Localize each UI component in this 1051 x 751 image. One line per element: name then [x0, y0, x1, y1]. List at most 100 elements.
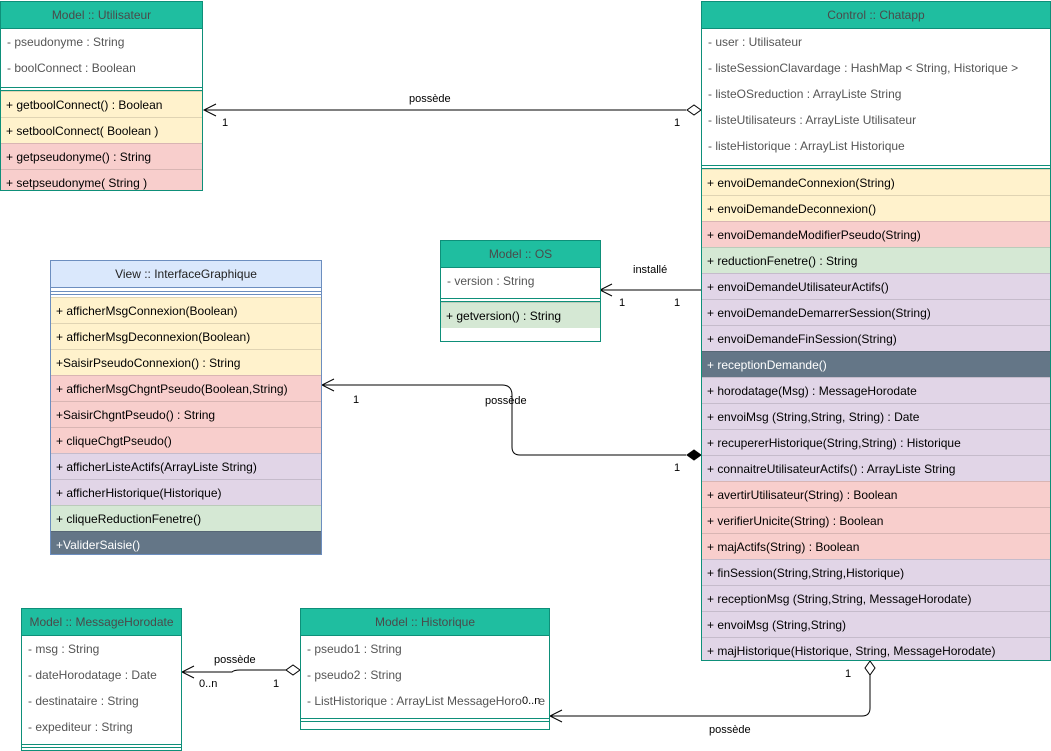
class-os[interactable]: Model :: OS - version : String + getvers…: [440, 240, 601, 342]
class-attribute: - expediteur : String: [28, 720, 133, 734]
class-separator: [22, 744, 181, 748]
class-operation: + getversion() : String: [441, 302, 600, 328]
composition-diamond-chatapp: [686, 449, 702, 461]
class-separator: [1, 87, 202, 91]
class-operation: + envoiDemandeModifierPseudo(String): [702, 221, 1050, 247]
class-historique-title: Model :: Historique: [301, 609, 549, 636]
label-possede-utilisateur: possède: [409, 93, 451, 105]
label-installe: installé: [633, 264, 668, 276]
class-operation: + getpseudonyme() : String: [1, 143, 202, 169]
class-attribute: - boolConnect : Boolean: [7, 61, 136, 75]
multiplicity-messagehorodate: 0..n: [199, 678, 218, 690]
class-separator: [702, 165, 1050, 169]
class-operation: +SaisirChgntPseudo() : String: [51, 401, 321, 427]
class-messagehorodate[interactable]: Model :: MessageHorodate - msg : String-…: [21, 608, 182, 751]
class-operation: + envoiDemandeFinSession(String): [702, 325, 1050, 351]
class-operation: + getboolConnect() : Boolean: [1, 91, 202, 117]
connector-chatapp-interface: [322, 384, 686, 456]
open-arrow-interface: [320, 378, 335, 392]
class-operation: + afficherListeActifs(ArrayListe String): [51, 453, 321, 479]
class-interface-title: View :: InterfaceGraphique: [51, 261, 321, 288]
class-operation: + envoiDemandeDemarrerSession(String): [702, 299, 1050, 325]
multiplicity-interface: 1: [353, 394, 360, 406]
class-operation: + verifierUnicite(String) : Boolean: [702, 507, 1050, 533]
multiplicity-chatapp-os: 1: [674, 297, 681, 309]
class-operation: + recupererHistorique(String,String) : H…: [702, 429, 1050, 455]
class-operation: + envoiMsg (String,String, String) : Dat…: [702, 403, 1050, 429]
class-attribute: - dateHorodatage : Date: [28, 668, 157, 682]
class-separator: [441, 298, 600, 302]
class-attribute: - listeUtilisateurs : ArrayListe Utilisa…: [708, 113, 917, 127]
multiplicity-chatapp-historique: 1: [845, 668, 852, 680]
class-operation: + receptionDemande(): [702, 351, 1050, 377]
aggregation-diamond-historique: [285, 664, 301, 676]
class-operation: + reductionFenetre() : String: [702, 247, 1050, 273]
class-chatapp-attributes: - user : Utilisateur - listeSessionClavar…: [702, 29, 1050, 159]
class-attribute: - ListHistorique : ArrayList MessageHoro…: [307, 694, 546, 708]
label-possede-messagehorodate: possède: [214, 654, 256, 666]
class-historique-attributes: - pseudo1 : String - pseudo2 : String - Li…: [301, 636, 549, 714]
class-os-operations: + getversion() : String: [441, 302, 600, 328]
open-arrow-messagehorodate: [180, 665, 195, 679]
class-operation: + majActifs(String) : Boolean: [702, 533, 1050, 559]
class-attribute: - user : Utilisateur: [708, 35, 803, 49]
class-attribute: - pseudonyme : String: [7, 35, 125, 49]
multiplicity-historique: 0..n: [522, 695, 541, 707]
class-operation: + horodatage(Msg) : MessageHorodate: [702, 377, 1050, 403]
class-operation: + afficherMsgConnexion(Boolean): [51, 297, 321, 323]
class-attribute: - pseudo1 : String: [307, 642, 402, 656]
class-attribute: - listeOSreduction : ArrayListe String: [708, 87, 902, 101]
class-utilisateur-operations: + getboolConnect() : Boolean+ setboolCon…: [1, 91, 202, 190]
multiplicity-utilisateur: 1: [222, 117, 229, 129]
class-operation: + afficherMsgChgntPseudo(Boolean,String): [51, 375, 321, 401]
class-os-title: Model :: OS: [441, 241, 600, 268]
class-operation: + avertirUtilisateur(String) : Boolean: [702, 481, 1050, 507]
class-attribute: - version : String: [447, 274, 535, 288]
class-separator: [301, 718, 549, 722]
open-arrow-utilisateur: [202, 103, 217, 117]
class-operation: + majHistorique(Historique, String, Mess…: [702, 637, 1050, 660]
class-utilisateur[interactable]: Model :: Utilisateur - pseudonyme : Stri…: [0, 1, 203, 191]
multiplicity-historique-mh: 1: [273, 678, 280, 690]
class-utilisateur-title: Model :: Utilisateur: [1, 2, 202, 29]
label-possede-interface: possède: [485, 395, 527, 407]
class-utilisateur-attributes: - pseudonyme : String - boolConnect : Boo…: [1, 29, 202, 81]
class-chatapp-operations: + envoiDemandeConnexion(String)+ envoiDe…: [702, 169, 1050, 660]
class-attribute: - listeSessionClavardage : HashMap < Str…: [708, 61, 1019, 75]
connector-historique-messagehorodate: [182, 669, 286, 673]
class-os-attributes: - version : String: [441, 268, 600, 294]
class-operation: + receptionMsg (String,String, MessageHo…: [702, 585, 1050, 611]
class-attribute: - msg : String: [28, 642, 100, 656]
label-possede-historique: possède: [709, 724, 751, 736]
connector-chatapp-historique: [550, 675, 871, 717]
class-operation: + setpseudonyme( String ): [1, 169, 202, 190]
class-operation: + connaitreUtilisateurActifs() : ArrayLi…: [702, 455, 1050, 481]
class-operation: + setboolConnect( Boolean ): [1, 117, 202, 143]
class-operation: + finSession(String,String,Historique): [702, 559, 1050, 585]
class-attribute: - destinataire : String: [28, 694, 139, 708]
class-operation: + envoiDemandeConnexion(String): [702, 169, 1050, 195]
class-operation: + afficherMsgDeconnexion(Boolean): [51, 323, 321, 349]
multiplicity-chatapp-interface: 1: [674, 462, 681, 474]
class-operation: + afficherHistorique(Historique): [51, 479, 321, 505]
multiplicity-chatapp-utilisateur: 1: [674, 117, 681, 129]
class-operation: + cliqueReductionFenetre(): [51, 505, 321, 531]
open-arrow-historique: [548, 709, 563, 723]
class-chatapp[interactable]: Control :: Chatapp - user : Utilisateur-…: [701, 1, 1051, 661]
class-historique[interactable]: Model :: Historique - pseudo1 : String- …: [300, 608, 550, 730]
multiplicity-os: 1: [619, 297, 626, 309]
class-separator: [51, 291, 321, 295]
class-operation: + envoiDemandeUtilisateurActifs(): [702, 273, 1050, 299]
class-operation: + envoiMsg (String,String): [702, 611, 1050, 637]
class-operation: + cliqueChgtPseudo(): [51, 427, 321, 453]
class-messagehorodate-title: Model :: MessageHorodate: [22, 609, 181, 636]
class-operation: + envoiDemandeDeconnexion(): [702, 195, 1050, 221]
class-attribute: - listeHistorique : ArrayList Historique: [708, 139, 905, 153]
class-chatapp-title: Control :: Chatapp: [702, 2, 1050, 29]
aggregation-diamond-chatapp-2: [864, 660, 876, 676]
class-operation: +ValiderSaisie(): [51, 531, 321, 554]
class-attribute: - pseudo2 : String: [307, 668, 402, 682]
class-operation: +SaisirPseudoConnexion() : String: [51, 349, 321, 375]
class-interface-graphique[interactable]: View :: InterfaceGraphique + afficherMsg…: [50, 260, 322, 555]
